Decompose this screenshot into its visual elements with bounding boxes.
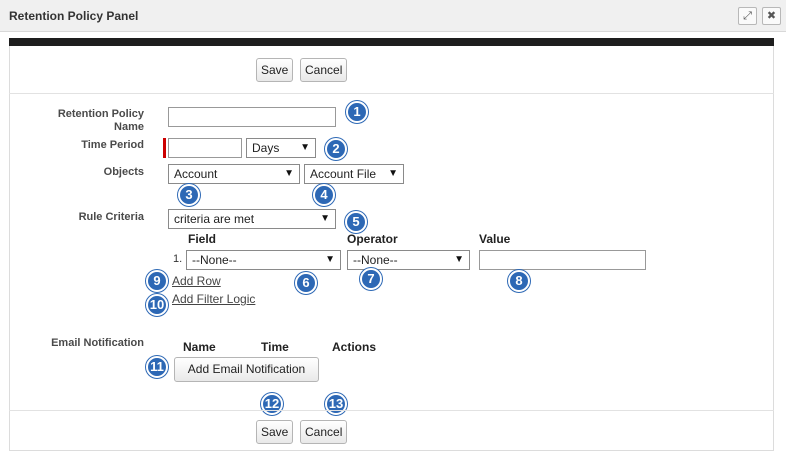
email-notification-label: Email Notification: [51, 337, 144, 349]
cancel-button-top[interactable]: Cancel: [300, 58, 348, 82]
divider-top: [9, 93, 774, 94]
badge-13: 13: [325, 393, 347, 415]
time-period-label: Time Period: [81, 139, 144, 151]
rule-criteria-label: Rule Criteria: [78, 211, 144, 223]
operator-select[interactable]: --None-- ▼: [347, 250, 470, 270]
object-secondary-value: Account File: [310, 167, 377, 181]
policy-name-label: Retention Policy Name: [57, 108, 144, 133]
value-input[interactable]: [479, 250, 646, 270]
object-primary-value: Account: [174, 167, 218, 181]
badge-1: 1: [346, 101, 368, 123]
policy-name-input[interactable]: [168, 107, 336, 127]
badge-7: 7: [360, 268, 382, 290]
email-time-column-header: Time: [261, 340, 289, 354]
badge-3: 3: [178, 184, 200, 206]
window-title: Retention Policy Panel: [9, 9, 139, 23]
time-unit-value: Days: [252, 141, 280, 155]
add-filter-logic-link[interactable]: Add Filter Logic: [172, 292, 256, 306]
dropdown-arrow-icon: ▼: [320, 213, 330, 224]
badge-2: 2: [325, 138, 347, 160]
operator-column-header: Operator: [347, 232, 398, 246]
close-icon[interactable]: ✖: [762, 7, 781, 25]
operator-select-value: --None--: [353, 253, 398, 267]
cancel-button-bottom[interactable]: Cancel: [300, 420, 348, 444]
email-name-column-header: Name: [183, 340, 216, 354]
time-period-input[interactable]: [168, 138, 242, 158]
add-email-notification-button[interactable]: Add Email Notification: [174, 357, 319, 382]
form-panel: [9, 46, 774, 451]
objects-label: Objects: [103, 166, 144, 178]
maximize-icon[interactable]: ⤢: [738, 7, 757, 25]
divider-bottom: [9, 410, 774, 411]
badge-9: 9: [146, 270, 168, 292]
email-actions-column-header: Actions: [332, 340, 377, 354]
dropdown-arrow-icon: ▼: [454, 254, 464, 265]
required-indicator: [163, 138, 166, 158]
badge-5: 5: [345, 211, 367, 233]
dropdown-arrow-icon: ▼: [284, 168, 294, 179]
rule-criteria-select[interactable]: criteria are met ▼: [168, 209, 336, 229]
badge-12: 12: [261, 393, 283, 415]
save-button-bottom[interactable]: Save: [256, 420, 294, 444]
time-unit-select[interactable]: Days ▼: [246, 138, 316, 158]
add-row-link[interactable]: Add Row: [172, 274, 221, 288]
rule-criteria-value: criteria are met: [174, 212, 255, 226]
dropdown-arrow-icon: ▼: [325, 254, 335, 265]
badge-10: 10: [146, 294, 168, 316]
save-button-top[interactable]: Save: [256, 58, 294, 82]
object-secondary-select[interactable]: Account File ▼: [304, 164, 404, 184]
badge-11: 11: [146, 356, 168, 378]
badge-4: 4: [313, 184, 335, 206]
field-select-value: --None--: [192, 253, 237, 267]
badge-8: 8: [508, 270, 530, 292]
badge-6: 6: [295, 272, 317, 294]
field-select[interactable]: --None-- ▼: [186, 250, 341, 270]
row-number: 1.: [173, 253, 183, 265]
value-column-header: Value: [479, 232, 511, 246]
object-primary-select[interactable]: Account ▼: [168, 164, 300, 184]
dropdown-arrow-icon: ▼: [388, 168, 398, 179]
field-column-header: Field: [188, 232, 217, 246]
window-titlebar: Retention Policy Panel ⤢ ✖: [0, 0, 786, 32]
header-bar: [9, 38, 774, 46]
dropdown-arrow-icon: ▼: [300, 142, 310, 153]
